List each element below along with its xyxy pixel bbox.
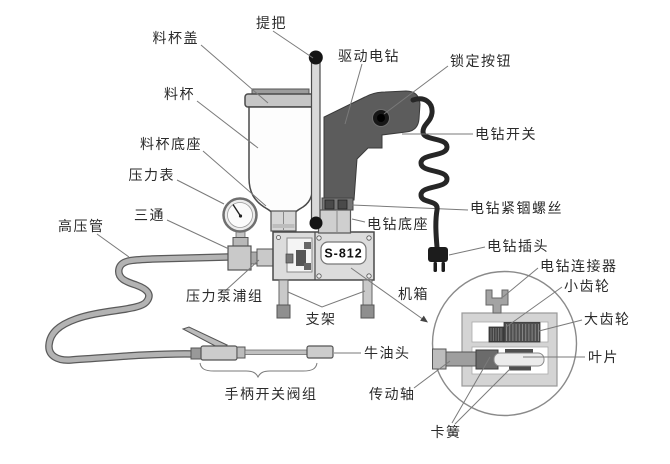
leader-drill-base: [351, 218, 366, 223]
leader-drive-shaft: [413, 360, 451, 389]
leader-small-gear: [505, 286, 563, 328]
drill-base: [317, 209, 352, 234]
pump-section: [285, 237, 313, 273]
leader-snap-ring-1: [451, 356, 491, 424]
small-gear: [488, 326, 505, 343]
chassis-box: S-812: [272, 231, 375, 281]
label-drill-connector: 电钻连接器: [540, 258, 618, 275]
leader-tee: [166, 219, 230, 250]
leader-drive-drill: [344, 63, 363, 125]
vane: [493, 352, 545, 367]
label-drive-shaft: 传动轴: [369, 387, 416, 403]
label-handle: 提把: [256, 16, 287, 32]
leader-chassis-arrow: [350, 267, 428, 323]
leader-handle: [272, 30, 314, 59]
cup-lid: [244, 88, 318, 108]
leader-bracket: [287, 290, 366, 308]
drive-drill: [317, 90, 421, 234]
leader-cup: [196, 100, 259, 149]
label-drill-switch: 电钻开关: [475, 127, 537, 143]
leader-drill-plug: [448, 246, 486, 256]
label-drill-plug: 电钻插头: [487, 239, 549, 255]
label-snap-ring: 卡簧: [431, 425, 462, 441]
leader-snap-ring-2: [454, 368, 511, 425]
label-lock-button: 锁定按钮: [450, 54, 512, 70]
leader-drill-connector: [502, 267, 539, 298]
cup-base-neck: [270, 210, 297, 232]
leader-lines: [96, 30, 585, 425]
pressure-gauge: [222, 197, 258, 247]
cup-body: [248, 106, 314, 214]
model-plate-text: S-812: [324, 247, 362, 261]
label-cup-base: 料杯底座: [140, 137, 202, 153]
high-pressure-hose: [45, 253, 232, 364]
tee-fitting: [227, 245, 275, 271]
drill-body: [323, 90, 421, 201]
machine-drawing: S-812: [45, 50, 469, 364]
label-grease-head: 牛油头: [364, 346, 411, 362]
carry-handle: [308, 50, 323, 230]
label-pump-group: 压力泵浦组: [186, 289, 264, 305]
label-bracket: 支架: [306, 312, 337, 328]
drill-clamp: [321, 197, 354, 211]
grease-head: [306, 345, 334, 359]
leader-cup-lid: [200, 44, 269, 104]
drill-connector: [485, 289, 509, 314]
leader-pressure-gauge: [176, 179, 225, 205]
valve-lever: [181, 326, 229, 350]
label-hose: 高压管: [58, 218, 105, 235]
leader-hose: [96, 233, 130, 258]
chassis-screws: [276, 235, 372, 279]
label-big-gear: 大齿轮: [584, 312, 631, 328]
leader-pump-group: [224, 259, 260, 292]
handle-valve-group: [181, 326, 334, 361]
snap-ring-bottom: [509, 366, 531, 371]
label-handle-valve-group: 手柄开关阀组: [225, 387, 318, 403]
label-cup: 料杯: [164, 87, 195, 103]
leader-drill-clamp-screw: [351, 204, 469, 211]
label-cup-lid: 料杯盖: [153, 31, 200, 47]
detail-circle-view: [431, 270, 578, 417]
label-drill-base: 电钻底座: [367, 217, 429, 233]
gauge-needle: [232, 204, 242, 217]
big-gear-teeth: [506, 324, 539, 341]
leader-lock-button: [383, 65, 449, 115]
valve-body: [200, 345, 238, 361]
label-chassis: 机箱: [398, 287, 429, 303]
snap-ring-top: [505, 349, 533, 353]
drive-shaft: [445, 351, 478, 367]
label-small-gear: 小齿轮: [564, 279, 611, 295]
small-gear-teeth: [490, 328, 502, 341]
model-plate: [320, 241, 367, 265]
leader-big-gear: [538, 319, 583, 332]
bracket-legs: [276, 279, 375, 319]
label-vane: 叶片: [588, 350, 619, 366]
label-tee: 三通: [134, 208, 165, 224]
label-pressure-gauge: 压力表: [129, 168, 176, 184]
label-drive-drill: 驱动电钻: [338, 49, 400, 65]
drill-plug: [428, 247, 448, 272]
power-cord: [410, 96, 450, 272]
leader-cup-base: [202, 150, 267, 207]
valve-rod: [244, 349, 309, 355]
labels: 料杯盖 提把 驱动电钻 锁定按钮 料杯 电钻开关 料杯底座 压力表 三通 高压管…: [58, 16, 631, 441]
valve-group-brace: [199, 362, 318, 379]
label-drill-clamp-screw: 电钻紧锢螺丝: [470, 201, 563, 217]
